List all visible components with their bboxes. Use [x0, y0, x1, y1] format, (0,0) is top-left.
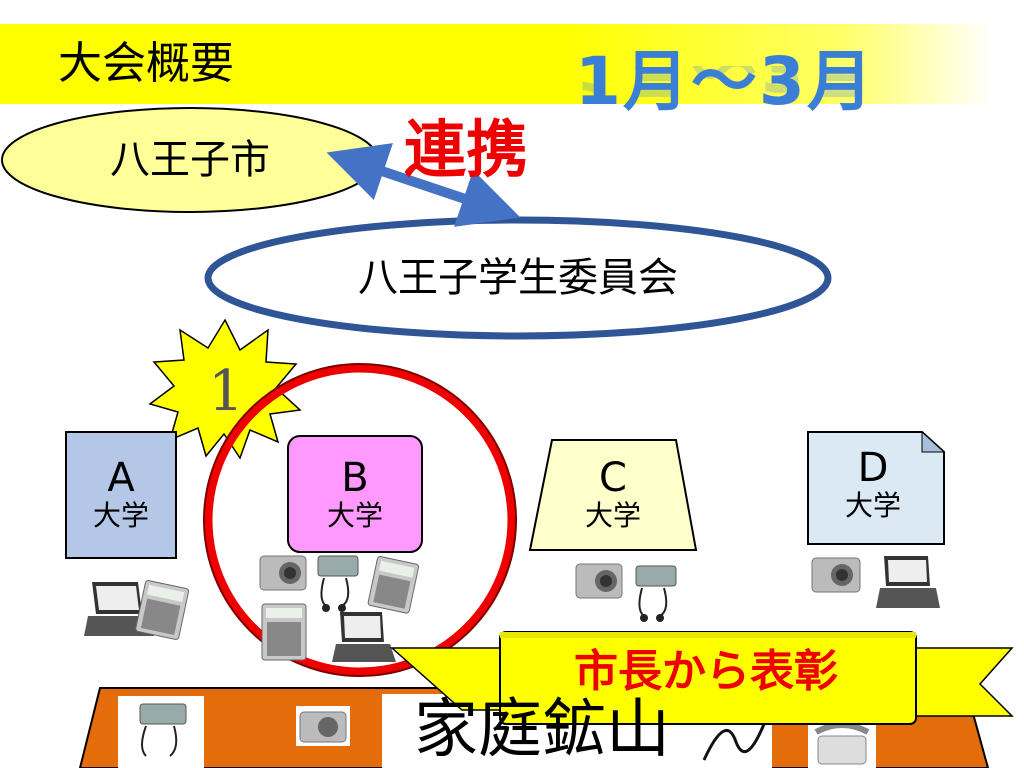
rank-starburst [148, 318, 302, 460]
camera-icon [259, 555, 307, 591]
award-banner [390, 631, 1014, 725]
univ-c-label: C 大学 [550, 456, 676, 532]
univ-b-label: B 大学 [288, 456, 422, 532]
univ-a-box [65, 431, 177, 559]
laptop-icon [876, 556, 940, 608]
univ-a-label: A 大学 [66, 456, 176, 532]
camera-icon [811, 557, 861, 593]
music-player-icon [635, 565, 677, 622]
univ-c-suffix: 大学 [584, 499, 641, 532]
camera-icon [575, 563, 623, 599]
calculator-icon [367, 556, 420, 614]
base-label: 家庭鉱山 [414, 693, 670, 767]
laptop-icon [332, 612, 396, 662]
rank-number: 1 [208, 359, 244, 424]
date-range: 1月～3月 [575, 43, 875, 120]
univ-d-label: D 大学 [808, 446, 938, 522]
winner-ring [203, 363, 517, 677]
partnership-label: 連携 [404, 113, 529, 186]
music-player-icon [118, 696, 204, 768]
univ-a-suffix: 大学 [92, 499, 149, 532]
committee-label: 八王子学生委員会 [358, 255, 678, 301]
univ-d-suffix: 大学 [844, 489, 901, 522]
calculator-icon [261, 603, 307, 661]
title-band [0, 24, 1024, 104]
winner-ring-outline [203, 363, 517, 677]
univ-b-suffix: 大学 [326, 499, 383, 532]
univ-c-letter: C [599, 455, 627, 501]
slide-title: 大会概要 [58, 38, 234, 89]
city-label: 八王子市 [110, 137, 270, 183]
music-player-icon [317, 555, 359, 612]
partnership-arrow [326, 143, 521, 227]
univ-b-box [287, 435, 423, 553]
award-banner-label: 市長から表彰 [574, 646, 838, 697]
univ-d-box [807, 431, 945, 545]
univ-c-box [528, 439, 698, 551]
univ-b-letter: B [341, 455, 369, 501]
univ-d-letter: D [857, 445, 889, 491]
univ-a-letter: A [107, 455, 135, 501]
camera-icon [296, 706, 350, 746]
calculator-icon [135, 580, 189, 640]
univ-d-fold [921, 430, 946, 453]
